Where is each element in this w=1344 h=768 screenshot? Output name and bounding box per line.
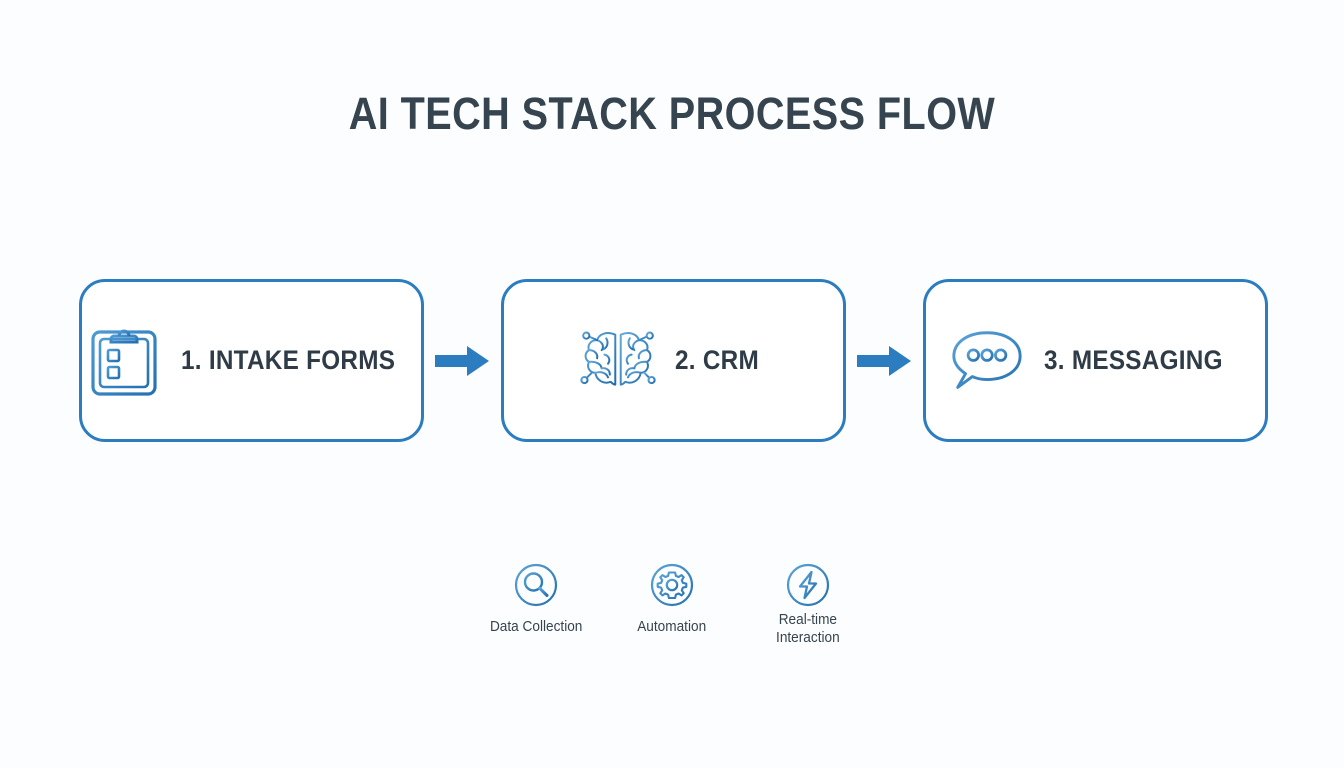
feature-automation[interactable]: Automation	[616, 563, 728, 636]
clipboard-checklist-icon	[85, 322, 163, 400]
step-label: 3. MESSAGING	[1044, 345, 1223, 375]
feature-data-collection[interactable]: Data Collection	[480, 563, 592, 636]
feature-label-line1: Real-time	[778, 612, 838, 628]
page-title: AI TECH STACK PROCESS FLOW	[348, 88, 996, 139]
step-label: 1. INTAKE FORMS	[180, 345, 395, 375]
feature-realtime-interaction[interactable]: Real-time Interaction	[752, 563, 864, 647]
step-label: 2. CRM	[674, 345, 759, 375]
ai-brain-icon	[579, 322, 657, 400]
arrow-right-icon	[855, 341, 915, 381]
feature-label: Real-time Interaction	[776, 611, 840, 647]
process-flow-row: 1. INTAKE FORMS	[79, 279, 1268, 442]
magnifier-circle-icon	[514, 563, 558, 607]
feature-label-line2: Interaction	[776, 630, 840, 647]
feature-strip: Data Collection Automation	[480, 563, 864, 647]
feature-label: Automation	[637, 619, 707, 635]
step-box-crm[interactable]: 2. CRM	[501, 279, 846, 442]
arrow-right-icon	[433, 341, 493, 381]
feature-label: Data Collection	[489, 619, 583, 635]
gear-circle-icon	[650, 563, 694, 607]
step-box-messaging[interactable]: 3. MESSAGING	[923, 279, 1268, 442]
step-box-intake-forms[interactable]: 1. INTAKE FORMS	[79, 279, 424, 442]
lightning-bolt-circle-icon	[786, 563, 830, 607]
speech-bubble-dots-icon	[948, 322, 1026, 400]
